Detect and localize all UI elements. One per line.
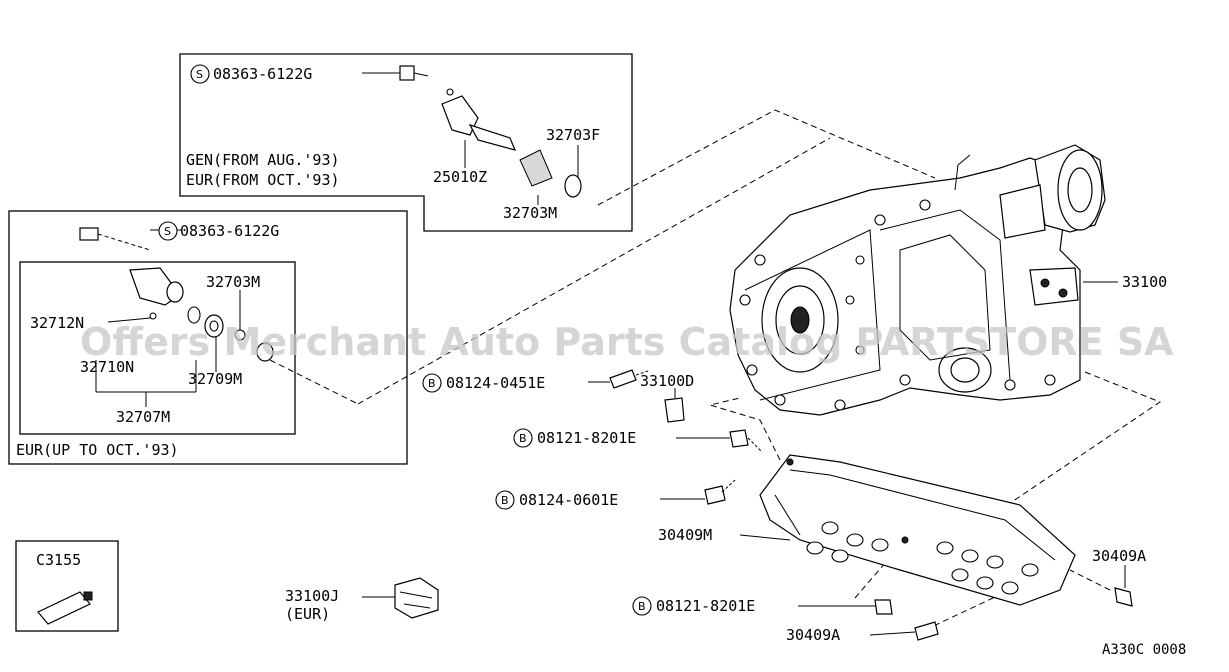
label-s-top: 08363-6122G: [213, 65, 312, 83]
label-30409a-bottom: 30409A: [786, 626, 840, 644]
dashed-guide-mid: [357, 137, 831, 405]
left-inset-parts: [79, 227, 274, 362]
sealant-tube: [37, 591, 93, 625]
bolts: [609, 369, 1133, 641]
svg-text:B: B: [428, 377, 436, 390]
svg-text:B: B: [519, 432, 527, 445]
skid-plate: [759, 454, 1076, 606]
label-eur-up: EUR(UP TO OCT.'93): [16, 441, 179, 459]
svg-text:S: S: [164, 225, 171, 238]
label-32709m: 32709M: [188, 370, 242, 388]
label-33100j: 33100J: [285, 587, 339, 605]
label-eur-paren: (EUR): [285, 605, 330, 623]
label-32703m-left: 32703M: [206, 273, 260, 291]
marker-b-0451e: B: [422, 373, 442, 393]
c3155-frame: [15, 540, 119, 632]
label-08124-0601e: 08124-0601E: [519, 491, 618, 509]
top-inset-parts: [399, 65, 582, 198]
svg-text:B: B: [638, 600, 646, 613]
dashed-guide-top: [597, 109, 936, 206]
label-c3155: C3155: [36, 551, 81, 569]
marker-b-8201e-a: B: [513, 428, 533, 448]
svg-text:S: S: [196, 68, 203, 81]
label-30409m: 30409M: [658, 526, 712, 544]
dashed-guide-lower: [708, 397, 781, 461]
label-32703m-top: 32703M: [503, 204, 557, 222]
marker-s-top: S: [190, 64, 210, 84]
marker-s-left: S: [158, 221, 178, 241]
label-32712n: 32712N: [30, 314, 84, 332]
dashed-guide-sensor: [269, 359, 359, 405]
label-s-left: 08363-6122G: [180, 222, 279, 240]
dashed-guide-bolt2: [924, 589, 1011, 631]
label-08124-0451e: 08124-0451E: [446, 374, 545, 392]
transfer-case-housing: [729, 144, 1106, 416]
marker-b-0601e: B: [495, 490, 515, 510]
label-08121-8201e-b: 08121-8201E: [656, 597, 755, 615]
left-inner-frame: [19, 261, 296, 435]
label-08121-8201e-a: 08121-8201E: [537, 429, 636, 447]
label-gen-note: GEN(FROM AUG.'93): [186, 151, 340, 169]
dashed-guide-bolt3: [1069, 569, 1111, 591]
label-eur-note: EUR(FROM OCT.'93): [186, 171, 340, 189]
drain-plug: [394, 577, 439, 619]
watermark: Offers Merchant Auto Parts Catalog PARTS…: [80, 320, 1174, 364]
label-30409a-right: 30409A: [1092, 547, 1146, 565]
leader-lines: [95, 72, 1126, 636]
label-32710n: 32710N: [80, 358, 134, 376]
left-inset-frame: [8, 210, 408, 465]
diagram-code: A330C 0008: [1102, 642, 1186, 658]
label-33100d: 33100D: [640, 372, 694, 390]
marker-b-8201e-b: B: [632, 596, 652, 616]
top-inset-frame: [179, 53, 633, 232]
dashed-guide-bracket: [984, 371, 1162, 521]
label-32707m: 32707M: [116, 408, 170, 426]
label-25010z: 25010Z: [433, 168, 487, 186]
svg-text:B: B: [501, 494, 509, 507]
label-32703f: 32703F: [546, 126, 600, 144]
label-33100: 33100: [1122, 273, 1167, 291]
